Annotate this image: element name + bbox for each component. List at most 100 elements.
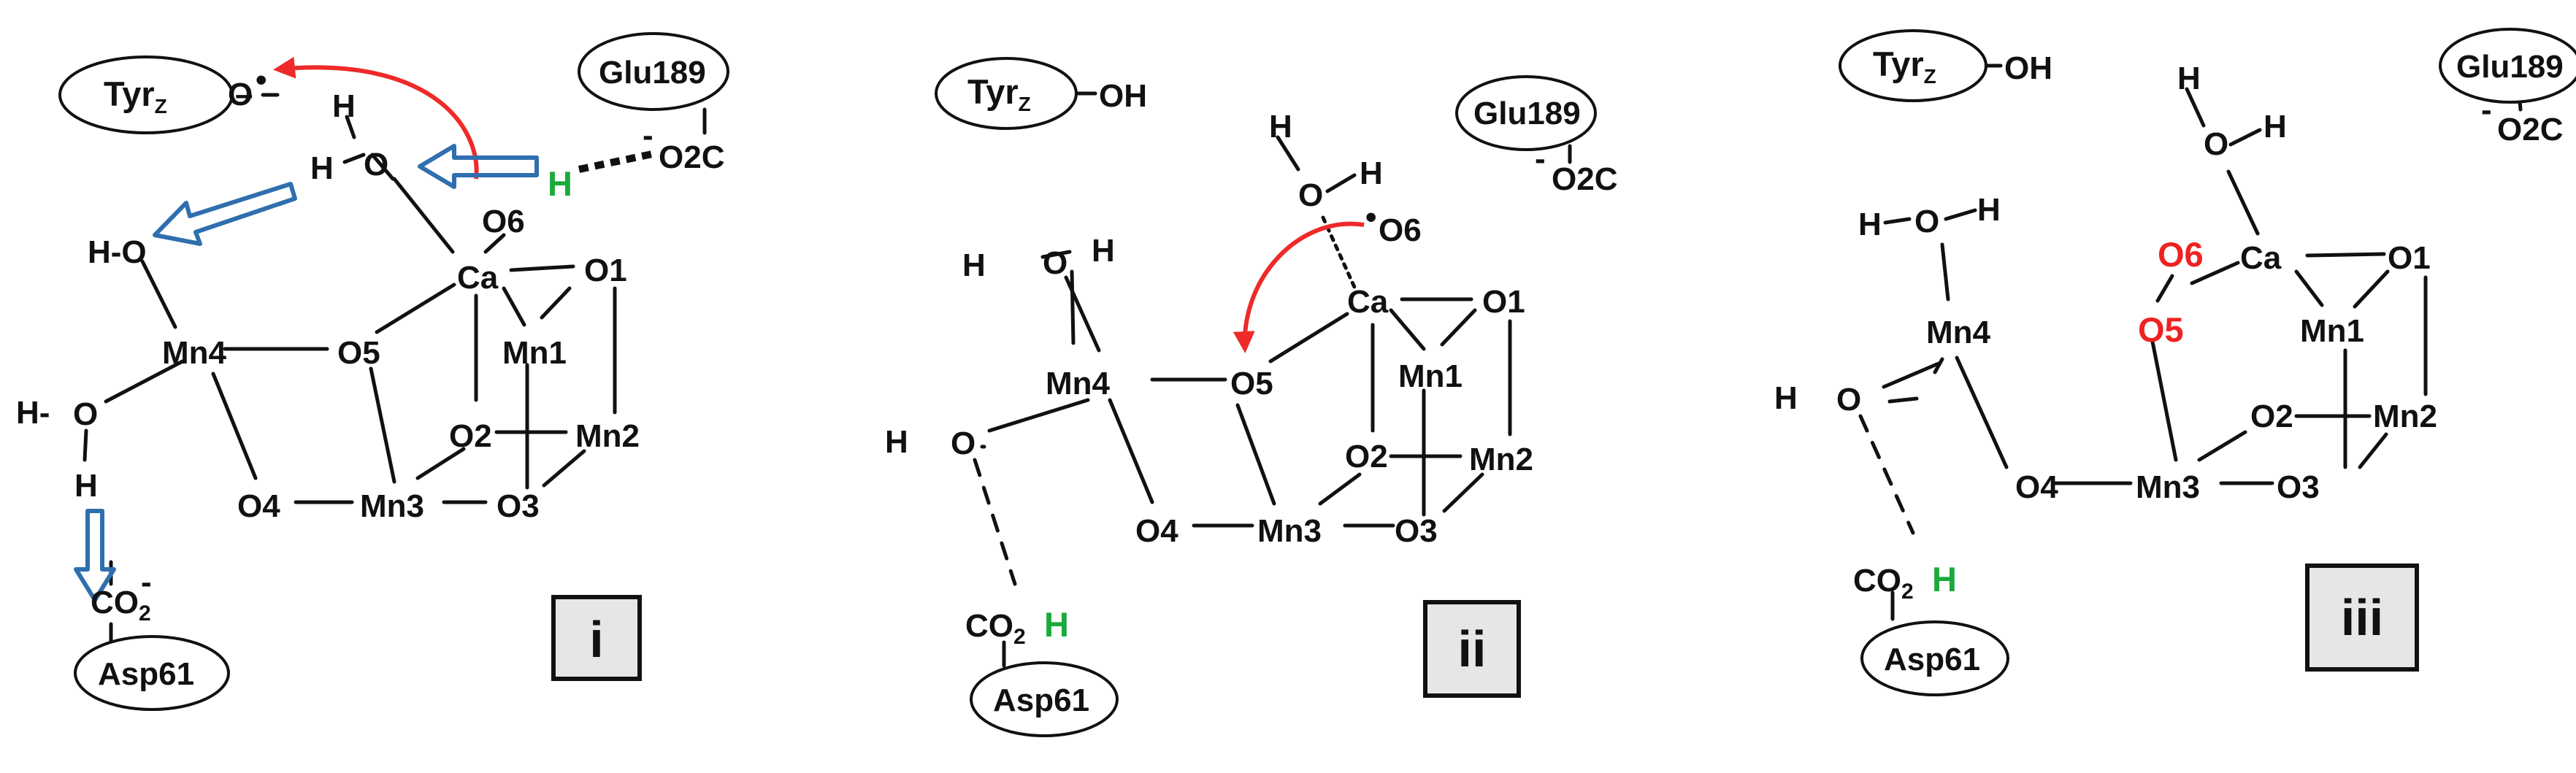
panel-i-tyr-oxyl-radical: • bbox=[256, 62, 267, 98]
panel-i-asp-carboxylate: CO2 bbox=[91, 585, 151, 626]
panel-iii-w1-h2: H bbox=[1977, 192, 2001, 228]
panel-ii-wca-h: H bbox=[1269, 109, 1292, 145]
panel-i-glu189-label: Glu189 bbox=[599, 55, 706, 91]
panel-iii-o1: O1 bbox=[2388, 240, 2431, 276]
panel-i-tyrz-oval bbox=[58, 55, 234, 134]
panel-iii-o4: O4 bbox=[2015, 469, 2058, 505]
panel-iii-tyrz-oval bbox=[1839, 29, 1987, 102]
panel-ii-o6-radical: • bbox=[1365, 199, 1376, 235]
panel-i-blue-proton-arrow-3 bbox=[74, 509, 116, 602]
panel-i-o3: O3 bbox=[497, 488, 540, 524]
panel-ii-mn1: Mn1 bbox=[1398, 358, 1463, 394]
panel-iii-mn4: Mn4 bbox=[1926, 315, 1991, 350]
panel-i-o4: O4 bbox=[237, 488, 280, 524]
panel-i-bonds bbox=[83, 93, 707, 645]
panel-ii-proton: H bbox=[1044, 605, 1069, 644]
panel-ii-o3: O3 bbox=[1395, 513, 1438, 549]
panel-ii-w1-o: O bbox=[1043, 245, 1067, 281]
panel-i-o1: O1 bbox=[584, 253, 627, 288]
panel-iii-glu189-oval bbox=[2439, 28, 2576, 104]
panel-i-mn1: Mn1 bbox=[502, 335, 567, 371]
panel-i-mn3: Mn3 bbox=[360, 488, 424, 524]
panel-iii-glu189-label: Glu189 bbox=[2456, 49, 2564, 85]
panel-iii-asp61-label: Asp61 bbox=[1884, 642, 1980, 677]
panel-i-w2-ho: H-O bbox=[88, 234, 147, 270]
panel-ii-wca-h2: H bbox=[1360, 155, 1383, 191]
panel-ii-o1: O1 bbox=[1482, 284, 1525, 320]
panel-ii-mn4: Mn4 bbox=[1046, 366, 1111, 401]
panel-ii-asp-carboxylate: CO2 bbox=[965, 608, 1026, 649]
panel-i-w3-o: O bbox=[73, 396, 98, 432]
panel-i-label: i bbox=[589, 611, 603, 668]
panel-i-w3-h2: H bbox=[74, 468, 98, 504]
panel-ii-mn3: Mn3 bbox=[1257, 513, 1322, 549]
panel-ii-o4: O4 bbox=[1135, 513, 1178, 549]
panel-iii-o3: O3 bbox=[2277, 469, 2320, 505]
panel-ii-label: ii bbox=[1458, 620, 1487, 677]
panel-ii-ca: Ca bbox=[1347, 284, 1389, 320]
panel-i-tyrz-bond: – bbox=[235, 77, 253, 112]
panel-i-proton: H bbox=[548, 164, 572, 203]
panel-iii-w1-h: H bbox=[1858, 207, 1882, 242]
panel-ii-tyr-oh: OH bbox=[1099, 78, 1147, 114]
panel-iii-o6: O6 bbox=[2158, 235, 2204, 274]
panel-iii-mn1: Mn1 bbox=[2300, 313, 2364, 349]
panel-ii-asp61-label: Asp61 bbox=[993, 682, 1089, 718]
panel-i-tyr-oxyl-o: O bbox=[228, 77, 253, 112]
panel-ii-w1-h: H bbox=[962, 247, 986, 283]
panel-i-w1-o: O bbox=[364, 147, 388, 182]
panel-iii-o5: O5 bbox=[2138, 310, 2184, 349]
panel-iii-o2: O2 bbox=[2250, 399, 2293, 434]
panel-iii-glu-carboxylate: O2C bbox=[2497, 112, 2563, 147]
panel-i-glu189-oval bbox=[578, 32, 729, 111]
panel-iii-mn2: Mn2 bbox=[2373, 399, 2437, 434]
panel-i-asp61-label: Asp61 bbox=[98, 656, 194, 692]
panel-ii-w3-h: H bbox=[885, 424, 908, 460]
panel-iii-asp-carboxylate: CO2 bbox=[1853, 563, 1914, 604]
panel-ii-glu-carboxylate: O2C bbox=[1552, 161, 1617, 197]
panel-iii-tyr-oh: OH bbox=[2004, 50, 2052, 86]
panel-ii-asp61-oval bbox=[970, 661, 1119, 737]
panel-iii-asp61-oval bbox=[1860, 620, 2009, 696]
panel-i: TyrZ – O • Glu189 - O2C Asp61 CO2 - H H … bbox=[16, 32, 729, 711]
panel-i-w1-h1: H bbox=[332, 88, 356, 124]
panel-i-o5: O5 bbox=[337, 335, 380, 371]
panel-i-o2: O2 bbox=[449, 418, 492, 454]
panel-i-mn2: Mn2 bbox=[575, 418, 640, 454]
panel-ii-o2: O2 bbox=[1345, 439, 1388, 474]
panel-ii-tyrz-oval bbox=[935, 57, 1078, 130]
panel-ii: TyrZ OH Glu189 - O2C Asp61 CO2 H H O H •… bbox=[885, 57, 1617, 737]
panel-iii-wca-h2: H bbox=[2263, 109, 2287, 145]
panel-iii-glu-minus: - bbox=[2481, 92, 2492, 128]
panel-ii-w3-o: O bbox=[951, 426, 975, 461]
panel-ii-tyrz-label: TyrZ bbox=[967, 72, 1031, 115]
panel-ii-o6: O6 bbox=[1379, 212, 1422, 248]
panel-iii-ca: Ca bbox=[2240, 240, 2282, 276]
panel-i-w3-h: H- bbox=[16, 395, 50, 431]
panel-ii-red-arrow bbox=[1233, 221, 1365, 353]
panel-iii-bonds bbox=[1858, 64, 2523, 621]
panel-i-asp61-oval bbox=[74, 635, 230, 711]
panel-ii-glu189-oval bbox=[1455, 75, 1597, 151]
panel-ii-wca-o: O bbox=[1298, 177, 1323, 213]
panel-ii-bonds bbox=[973, 91, 1572, 668]
panel-i-blue-proton-arrow-1 bbox=[418, 144, 539, 189]
panel-i-blue-proton-arrow-2 bbox=[153, 182, 297, 246]
panel-i-o6: O6 bbox=[482, 204, 525, 239]
panel-ii-w1-h2: H bbox=[1092, 233, 1115, 269]
panel-ii-mn2: Mn2 bbox=[1469, 442, 1533, 477]
panel-iii-proton: H bbox=[1932, 560, 1957, 599]
panel-i-w1-h2: H bbox=[310, 150, 334, 186]
panel-iii-wca-o: O bbox=[2204, 126, 2228, 162]
panel-i-label-box bbox=[551, 595, 642, 681]
panel-iii-label-box bbox=[2305, 564, 2419, 672]
panel-iii: TyrZ OH Glu189 - O2C Asp61 CO2 H H O H H… bbox=[1774, 28, 2576, 696]
panel-ii-label-box bbox=[1423, 600, 1521, 698]
panel-i-tyrz-label: TyrZ bbox=[104, 74, 167, 118]
panel-iii-tyrz-label: TyrZ bbox=[1873, 45, 1936, 88]
panel-ii-o5: O5 bbox=[1230, 366, 1273, 401]
panel-iii-w3-h: H bbox=[1774, 380, 1798, 416]
panel-i-glu-minus: - bbox=[643, 118, 653, 153]
panel-iii-wca-h: H bbox=[2177, 61, 2201, 96]
